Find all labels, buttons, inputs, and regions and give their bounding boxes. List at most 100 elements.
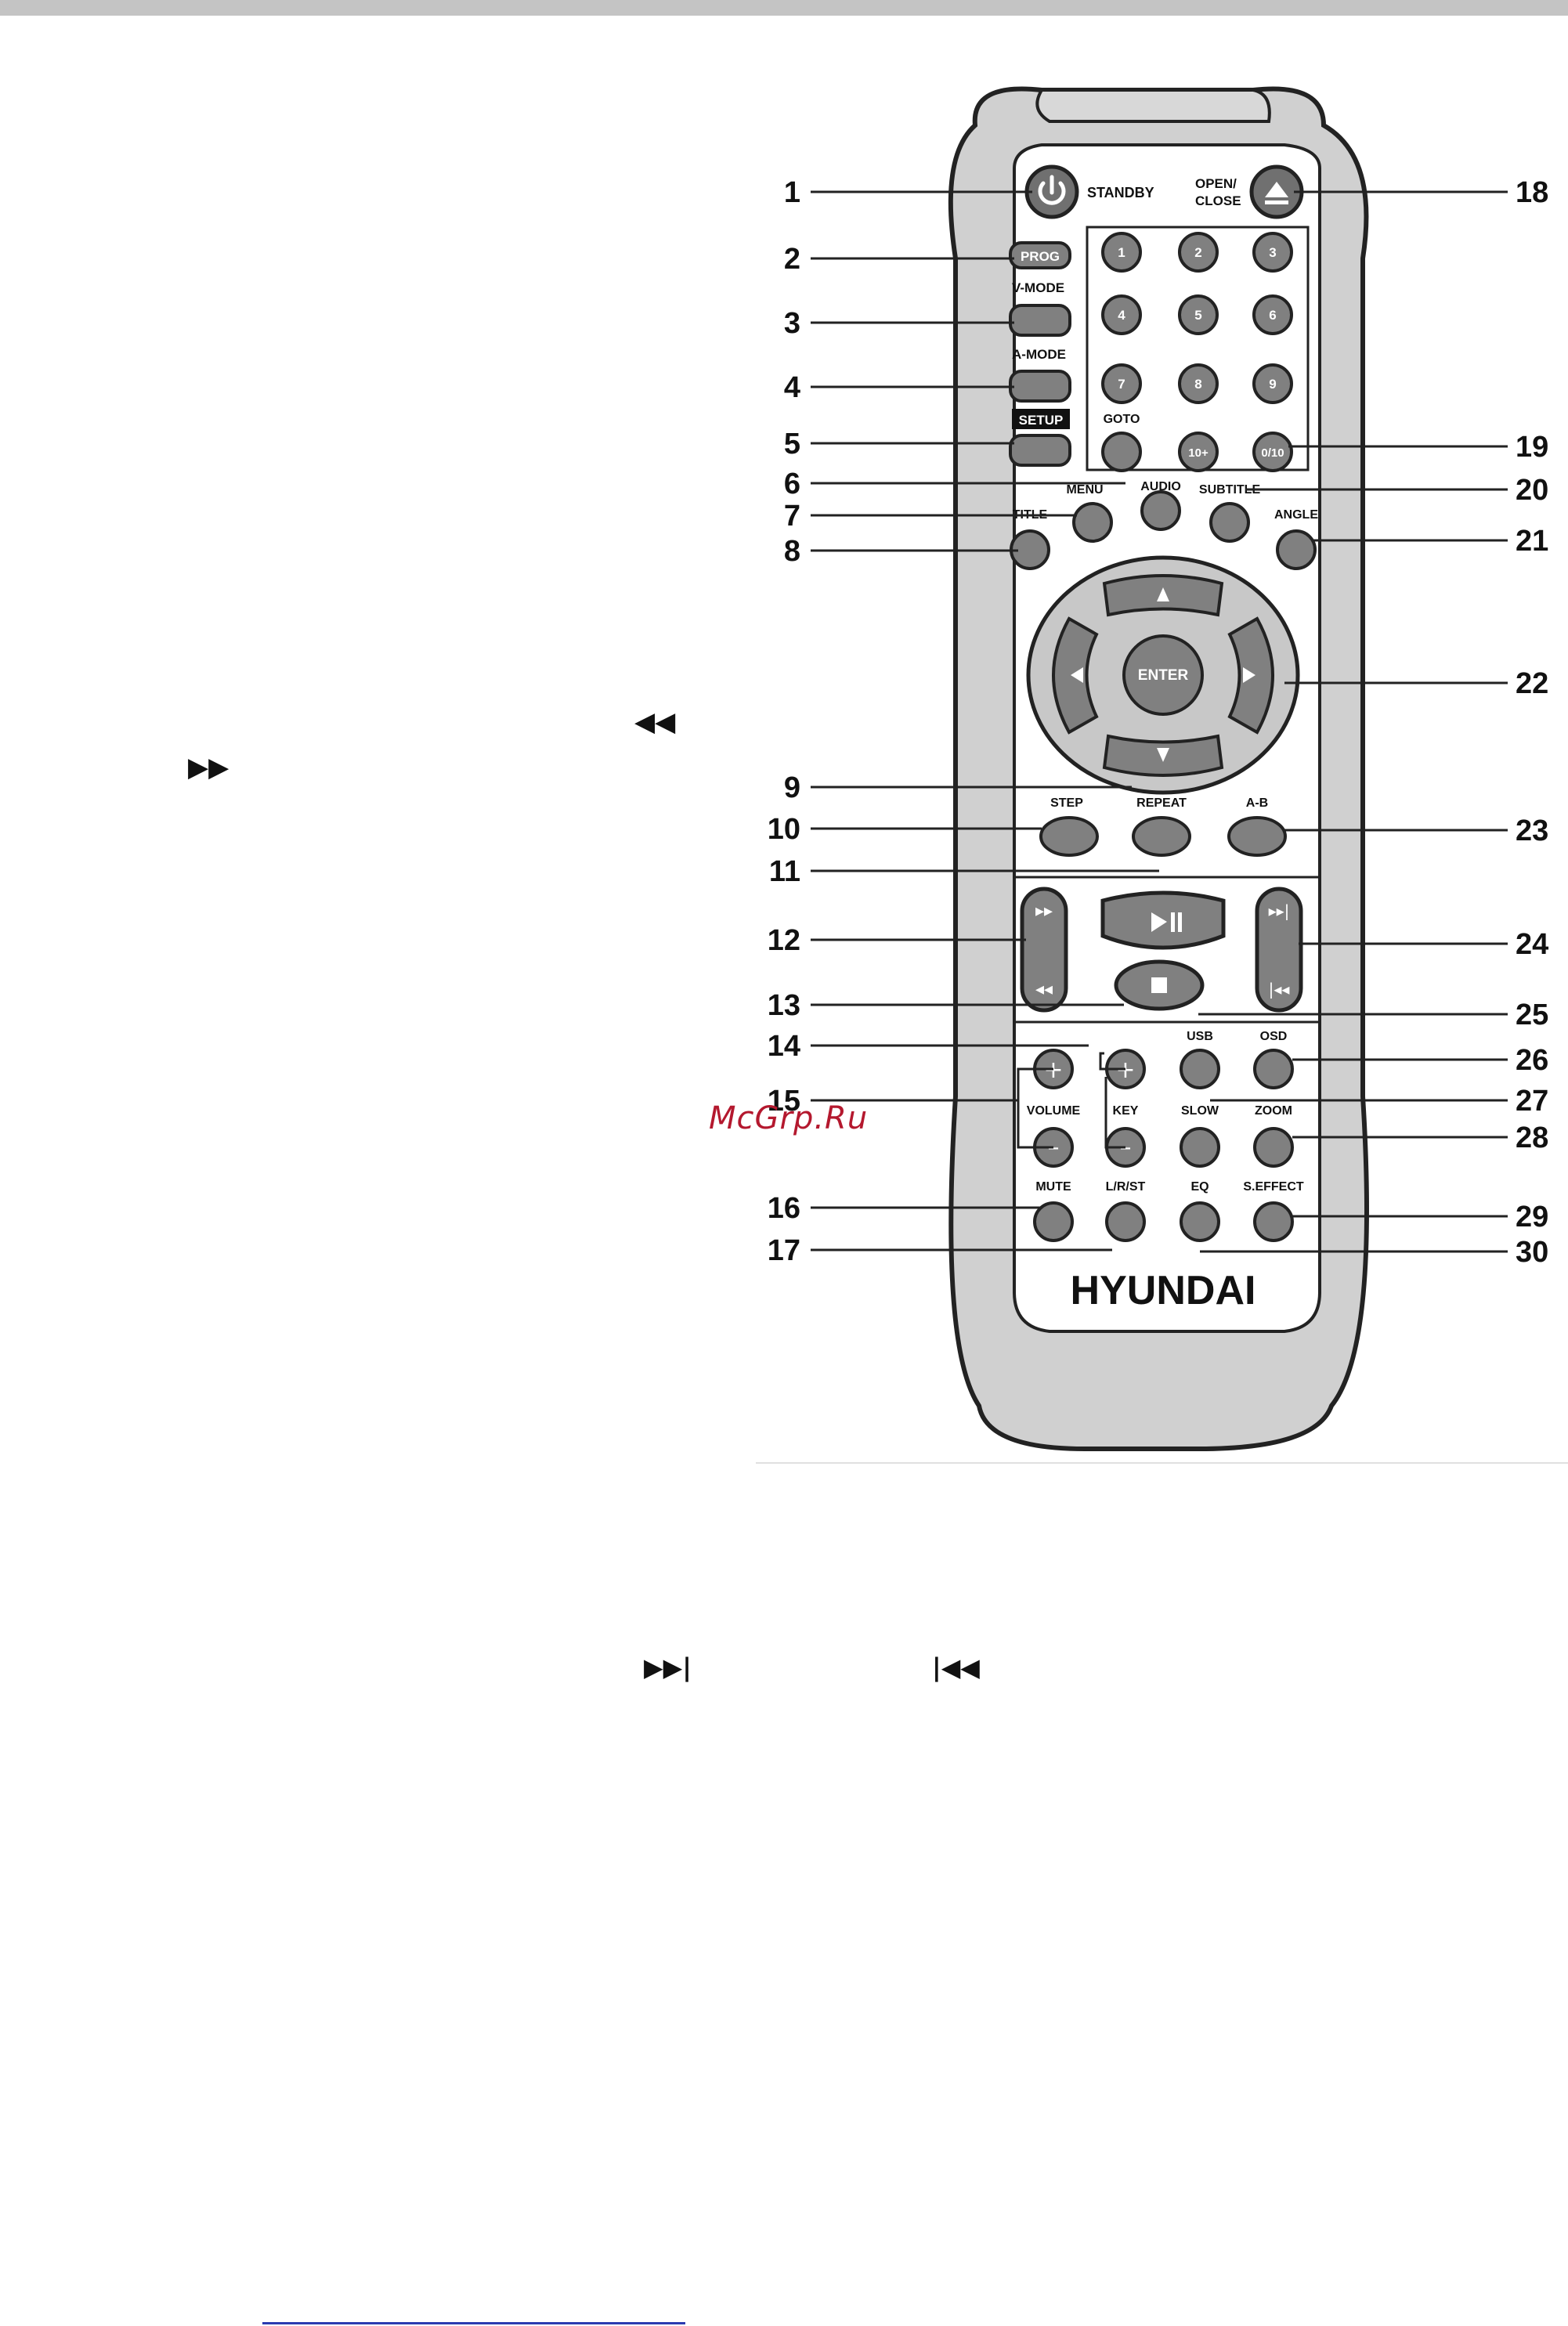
- key-label: KEY: [1113, 1104, 1139, 1118]
- bottom-underline: [262, 2322, 685, 2324]
- numpad-button-9[interactable]: 9: [1252, 363, 1293, 404]
- eject-icon: [1265, 182, 1288, 204]
- callout-number-15: 15: [768, 1085, 800, 1118]
- numpad-button-label: 6: [1269, 308, 1276, 323]
- numpad-button-3[interactable]: 3: [1252, 232, 1293, 273]
- mute-label: MUTE: [1035, 1180, 1071, 1194]
- numpad-button-8[interactable]: 8: [1178, 363, 1219, 404]
- slow-label: SLOW: [1181, 1104, 1219, 1118]
- svg-text:ENTER: ENTER: [1138, 667, 1189, 684]
- numpad-button-6[interactable]: 6: [1252, 294, 1293, 335]
- numpad-button-4[interactable]: 4: [1101, 294, 1142, 335]
- play-pause-button[interactable]: [1100, 890, 1226, 950]
- prog-button[interactable]: PROG: [1009, 241, 1071, 269]
- numpad-button-2[interactable]: 2: [1178, 232, 1219, 273]
- callout-number-28: 28: [1516, 1121, 1548, 1154]
- callout-number-19: 19: [1516, 431, 1548, 464]
- numpad-button-5[interactable]: 5: [1178, 294, 1219, 335]
- callout-number-26: 26: [1516, 1044, 1548, 1077]
- callout-number-16: 16: [768, 1192, 800, 1225]
- goto-button[interactable]: [1101, 432, 1142, 472]
- stop-icon: [1151, 977, 1167, 993]
- a-mode-button[interactable]: [1009, 370, 1071, 403]
- numpad-button-0-10[interactable]: 0/10: [1252, 432, 1293, 472]
- zoom-label: ZOOM: [1255, 1104, 1292, 1118]
- numpad-button-label: 8: [1194, 377, 1201, 392]
- standby-button[interactable]: [1024, 164, 1079, 219]
- fast-reverse-forward-rocker[interactable]: ▸▸ ◂◂: [1020, 887, 1068, 1013]
- angle-label: ANGLE: [1274, 508, 1318, 522]
- callout-number-4: 4: [784, 371, 800, 404]
- subtitle-label: SUBTITLE: [1199, 483, 1261, 497]
- osd-button[interactable]: [1253, 1049, 1294, 1089]
- callout-number-23: 23: [1516, 814, 1548, 847]
- callout-number-13: 13: [768, 989, 800, 1022]
- stop-button[interactable]: [1114, 959, 1205, 1011]
- setup-label: SETUP: [1019, 413, 1064, 428]
- slow-button[interactable]: [1180, 1127, 1220, 1168]
- numpad-button-10plus[interactable]: 10+: [1178, 432, 1219, 472]
- v-mode-label: V-MODE: [1012, 280, 1064, 295]
- mute-button[interactable]: [1033, 1201, 1074, 1242]
- ab-label: A-B: [1246, 796, 1268, 810]
- next-icon: ▸▸|: [1269, 901, 1290, 920]
- lrst-button[interactable]: [1105, 1201, 1146, 1242]
- callout-number-12: 12: [768, 924, 800, 957]
- callout-number-14: 14: [768, 1030, 800, 1063]
- callout-number-11: 11: [769, 855, 800, 888]
- fast-rewind-icon: ◂◂: [1035, 980, 1053, 999]
- numpad-button-1[interactable]: 1: [1101, 232, 1142, 273]
- navigation-pad: ENTER: [1026, 555, 1300, 795]
- nav-up-button[interactable]: [1102, 574, 1224, 617]
- setup-button[interactable]: [1009, 434, 1071, 467]
- open-close-label-line2: CLOSE: [1195, 193, 1241, 208]
- callout-number-22: 22: [1516, 667, 1548, 700]
- usb-button[interactable]: [1180, 1049, 1220, 1089]
- numpad-button-label: 3: [1269, 245, 1276, 260]
- callout-number-29: 29: [1516, 1201, 1548, 1233]
- menu-button[interactable]: [1072, 502, 1113, 543]
- callout-number-27: 27: [1516, 1085, 1548, 1118]
- callout-number-6: 6: [784, 468, 800, 500]
- open-close-label-line1: OPEN/: [1195, 176, 1237, 191]
- nav-left-button[interactable]: [1052, 616, 1099, 735]
- numpad-button-label: 5: [1194, 308, 1201, 323]
- eq-button[interactable]: [1180, 1201, 1220, 1242]
- previous-glyph: |◀◀: [932, 1652, 980, 1682]
- menu-label: MENU: [1066, 483, 1103, 497]
- callout-number-3: 3: [784, 307, 800, 340]
- seffect-button[interactable]: [1253, 1201, 1294, 1242]
- ab-button[interactable]: [1227, 816, 1287, 857]
- eq-label: EQ: [1190, 1180, 1209, 1194]
- fast-forward-glyph: ▶▶: [188, 752, 229, 783]
- rewind-glyph: ◀◀: [634, 706, 676, 738]
- audio-button[interactable]: [1140, 490, 1181, 531]
- svg-text:PROG: PROG: [1021, 249, 1060, 264]
- arrow-down-icon: [1157, 748, 1169, 762]
- v-mode-button[interactable]: [1009, 304, 1071, 337]
- callout-layer: 1234567891011121314151617181920212223242…: [768, 176, 1549, 1269]
- callout-number-20: 20: [1516, 474, 1548, 507]
- nav-right-button[interactable]: [1227, 616, 1274, 735]
- enter-button[interactable]: ENTER: [1122, 634, 1204, 716]
- fast-forward-icon: ▸▸: [1035, 901, 1053, 921]
- step-button[interactable]: [1039, 816, 1099, 857]
- usb-label: USB: [1187, 1030, 1213, 1043]
- angle-button[interactable]: [1276, 529, 1317, 570]
- numpad-button-label: 9: [1269, 377, 1276, 392]
- next-previous-rocker[interactable]: ▸▸| |◂◂: [1255, 887, 1303, 1013]
- nav-down-button[interactable]: [1102, 734, 1224, 777]
- arrow-right-icon: [1243, 667, 1255, 683]
- numpad-button-label: 4: [1118, 308, 1125, 323]
- top-gray-bar: [0, 0, 1568, 16]
- zoom-button[interactable]: [1253, 1127, 1294, 1168]
- next-glyph: ▶▶|: [644, 1652, 692, 1682]
- numpad-button-7[interactable]: 7: [1101, 363, 1142, 404]
- subtitle-button[interactable]: [1209, 502, 1250, 543]
- audio-label: AUDIO: [1140, 480, 1181, 493]
- arrow-up-icon: [1157, 587, 1169, 601]
- play-pause-icon: [1151, 912, 1182, 932]
- callout-number-10: 10: [768, 813, 800, 846]
- repeat-button[interactable]: [1132, 816, 1191, 857]
